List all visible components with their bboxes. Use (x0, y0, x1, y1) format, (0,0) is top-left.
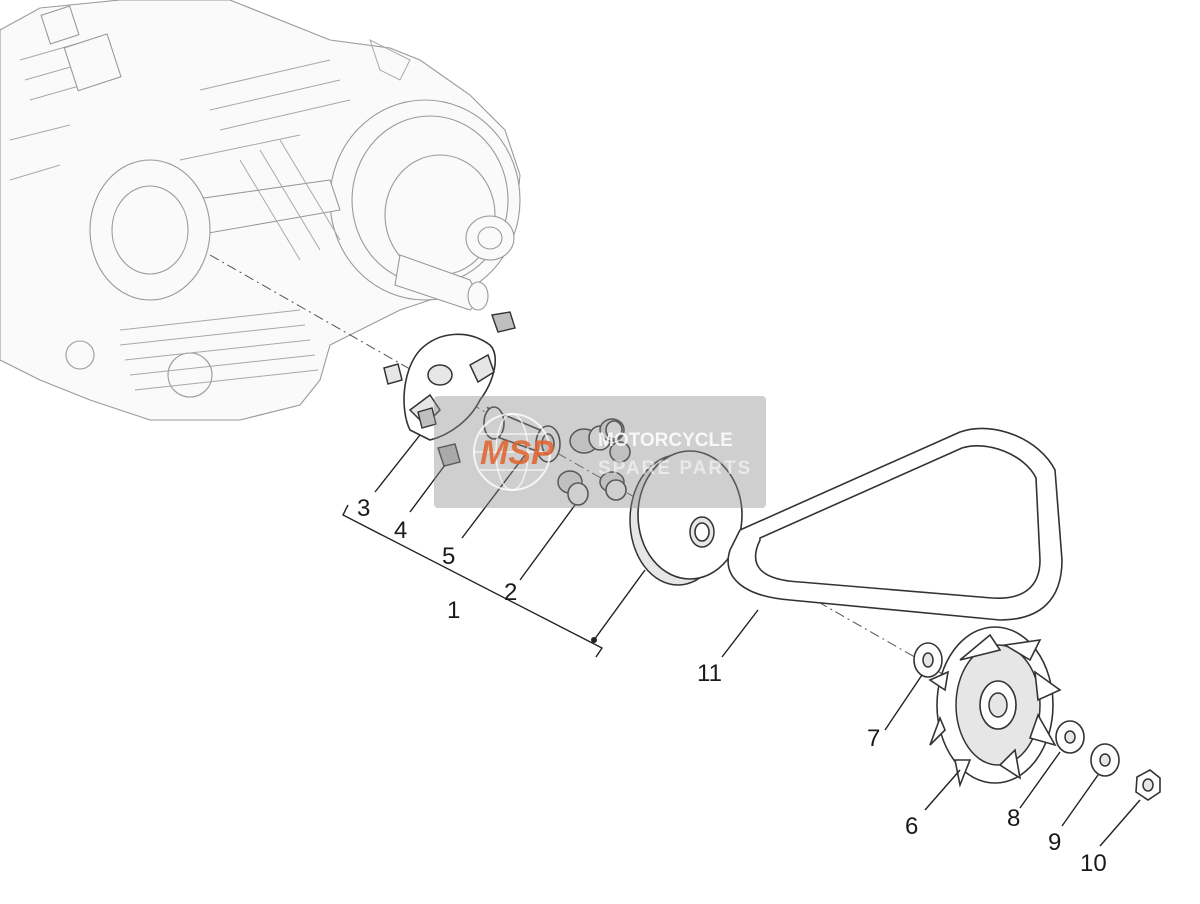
part-washer-8 (1055, 720, 1085, 754)
part-nut-10 (1135, 769, 1161, 801)
watermark-box (434, 396, 766, 508)
callout-11: 11 (697, 660, 722, 687)
callout-6: 6 (905, 813, 918, 840)
callout-9: 9 (1048, 829, 1061, 856)
callout-1: 1 (447, 597, 460, 624)
callout-5: 5 (442, 543, 455, 570)
part-fan-pulley (928, 626, 1062, 788)
callout-8: 8 (1007, 805, 1020, 832)
leader-lines (374, 434, 1141, 847)
part-slider-blocks (383, 311, 516, 467)
callout-7: 7 (867, 725, 880, 752)
part-pulley-half (629, 450, 743, 586)
watermark-line-2: SPARE PARTS (598, 458, 752, 479)
part-drive-belt (727, 427, 1063, 621)
watermark-logo: MSP (480, 434, 554, 472)
callout-4: 4 (394, 517, 407, 544)
part-washer-9 (1090, 743, 1120, 777)
callout-labels: 3 4 5 2 1 11 7 6 8 9 10 (357, 495, 1107, 877)
group-1-bracket (342, 504, 604, 658)
part-washer-7 (913, 642, 943, 678)
callout-10: 10 (1080, 850, 1107, 877)
part-rollers (557, 418, 631, 506)
engine-crankcase-drawing (0, 0, 521, 421)
callout-3: 3 (357, 495, 370, 522)
watermark-line-1: MOTORCYCLE (598, 430, 733, 451)
watermark: MSP MOTORCYCLE SPARE PARTS (434, 396, 766, 508)
callout-2: 2 (504, 579, 517, 606)
